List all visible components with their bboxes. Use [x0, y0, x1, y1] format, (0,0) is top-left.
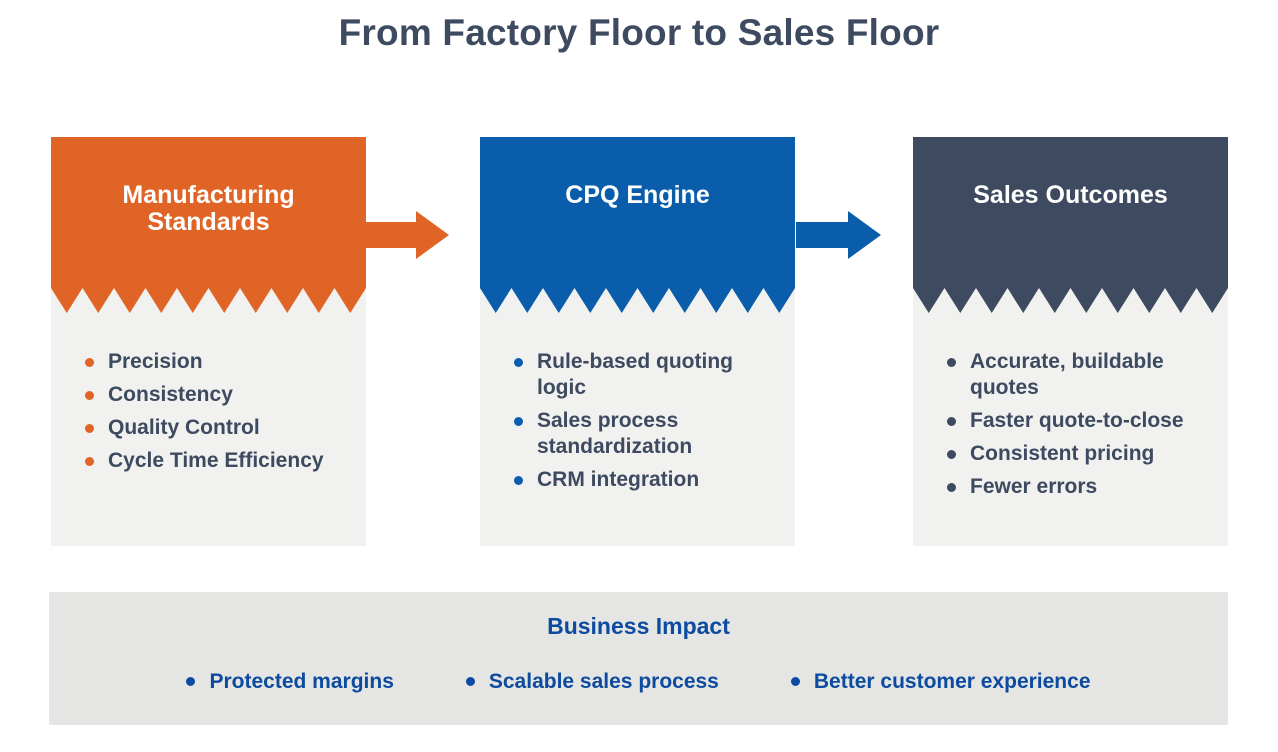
list-item: Cycle Time Efficiency [85, 448, 356, 474]
bullet-icon [186, 677, 196, 686]
list-item: Accurate, buildable quotes [947, 349, 1218, 401]
list-item: Sales process standardization [514, 408, 785, 460]
list-item-label: Rule-based quoting logic [537, 350, 733, 399]
zigzag-edge-icon [480, 288, 795, 313]
column-manufacturing-standards: Manufacturing Standards Precision Consis… [51, 137, 366, 546]
list-item: Faster quote-to-close [947, 408, 1218, 434]
business-impact-title: Business Impact [547, 613, 730, 639]
bullet-icon [947, 358, 956, 367]
bullet-icon [790, 677, 800, 686]
list-item: Precision [85, 349, 356, 375]
list-item: Quality Control [85, 415, 356, 441]
column-cpq-engine: CPQ Engine Rule-based quoting logic Sale… [480, 137, 795, 546]
sales-outcomes-title: Sales Outcomes [973, 181, 1168, 209]
right-arrow-icon [796, 211, 881, 259]
list-item-label: Quality Control [108, 416, 260, 439]
list-item-label: CRM integration [537, 468, 700, 491]
list-item: Consistent pricing [947, 441, 1218, 467]
list-item-label: Precision [108, 350, 203, 373]
list-item-label: Consistency [108, 383, 233, 406]
list-item-label: Consistent pricing [970, 442, 1155, 465]
list-item-label: Scalable sales process [488, 670, 719, 693]
bullet-icon [85, 457, 94, 466]
bullet-icon [514, 476, 523, 485]
list-item-label: Accurate, buildable quotes [970, 350, 1164, 399]
zigzag-edge-icon [913, 288, 1228, 313]
bullet-icon [85, 358, 94, 367]
cpq-engine-title: CPQ Engine [565, 181, 710, 209]
list-item-label: Faster quote-to-close [970, 409, 1184, 432]
list-item: Better customer experience [790, 669, 1091, 695]
list-item: Consistency [85, 382, 356, 408]
manufacturing-standards-title: Manufacturing Standards [122, 181, 295, 236]
cpq-engine-list: Rule-based quoting logic Sales process s… [480, 313, 795, 546]
list-item-label: Protected margins [209, 670, 394, 693]
sales-outcomes-list: Accurate, buildable quotes Faster quote-… [913, 313, 1228, 546]
bullet-icon [514, 358, 523, 367]
manufacturing-standards-header: Manufacturing Standards [51, 137, 366, 288]
zigzag-edge-icon [51, 288, 366, 313]
bullet-icon [514, 417, 523, 426]
manufacturing-standards-list: Precision Consistency Quality Control Cy… [51, 313, 366, 546]
sales-outcomes-header: Sales Outcomes [913, 137, 1228, 288]
business-impact-list: Protected margins Scalable sales process… [49, 669, 1228, 695]
list-item: Protected margins [186, 669, 394, 695]
business-impact-panel: Business Impact Protected margins Scalab… [49, 592, 1228, 725]
list-item-label: Cycle Time Efficiency [108, 449, 324, 472]
list-item: Fewer errors [947, 474, 1218, 500]
list-item: Scalable sales process [465, 669, 719, 695]
right-arrow-icon [364, 211, 449, 259]
cpq-engine-header: CPQ Engine [480, 137, 795, 288]
column-sales-outcomes: Sales Outcomes Accurate, buildable quote… [913, 137, 1228, 546]
list-item-label: Better customer experience [813, 670, 1091, 693]
page-title: From Factory Floor to Sales Floor [338, 12, 940, 53]
bullet-icon [947, 483, 956, 492]
bullet-icon [85, 391, 94, 400]
list-item-label: Fewer errors [970, 475, 1098, 498]
bullet-icon [85, 424, 94, 433]
list-item-label: Sales process standardization [537, 409, 693, 458]
list-item: Rule-based quoting logic [514, 349, 785, 401]
bullet-icon [947, 450, 956, 459]
bullet-icon [947, 417, 956, 426]
bullet-icon [465, 677, 475, 686]
list-item: CRM integration [514, 467, 785, 493]
